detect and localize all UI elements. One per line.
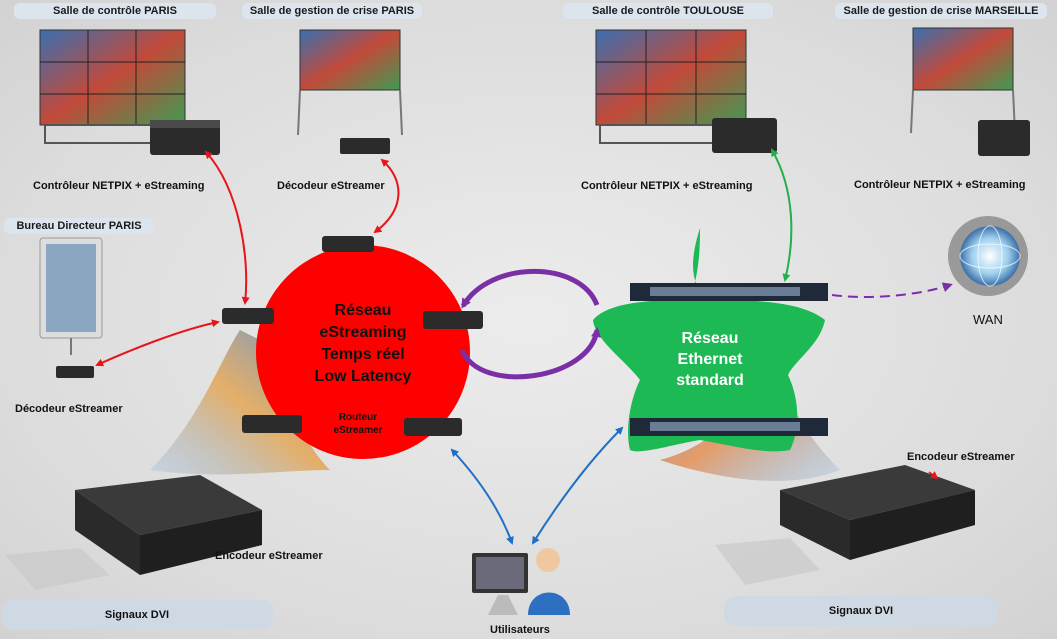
ethernet-line-3: standard (676, 372, 744, 389)
estreaming-line-2: eStreaming (319, 324, 407, 341)
video-wall-paris-control (39, 29, 186, 144)
arrow-purple-bottom (459, 327, 601, 380)
label-decoder-paris-crisis: Décodeur eStreamer (277, 180, 385, 192)
encoder-left (5, 475, 262, 590)
panel-title-paris-director: Bureau Directeur PARIS (4, 218, 154, 234)
router-line-1: Routeur (338, 412, 378, 423)
panel-title-toulouse-control: Salle de contrôle TOULOUSE (563, 3, 773, 19)
arrow-purple-top (460, 268, 600, 309)
label-wan: WAN (973, 312, 1003, 327)
label-decoder-director: Décodeur eStreamer (15, 403, 123, 415)
arrow-paris-controller-to-network (204, 150, 250, 305)
router-line-2: eStreamer (333, 425, 383, 436)
netpix-controller-paris (150, 120, 220, 155)
ethernet-line-2: Ethernet (677, 351, 743, 368)
label-netpix-toulouse: Contrôleur NETPIX + eStreaming (581, 180, 753, 192)
label-encoder-left: Encodeur eStreamer (215, 550, 323, 562)
video-wall-paris-crisis (297, 29, 403, 154)
pill-dvi-right: Signaux DVI (724, 596, 998, 626)
label-netpix-marseille: Contrôleur NETPIX + eStreaming (854, 179, 1026, 191)
estreaming-line-3: Temps réel (321, 346, 405, 363)
panel-title-paris-crisis: Salle de gestion de crise PARIS (242, 3, 422, 19)
ethernet-switch-top (630, 283, 828, 301)
arrow-users-to-ethernet (531, 426, 624, 545)
encoder-right (715, 465, 975, 585)
estreaming-network-label: Réseau eStreaming Temps réel Low Latency (290, 300, 436, 388)
users-workstation (472, 548, 570, 615)
wan-globe (948, 216, 1028, 296)
label-users: Utilisateurs (490, 624, 550, 636)
ethernet-switch-bottom (630, 418, 828, 436)
image-stream-left (150, 330, 330, 475)
router-boxes (222, 236, 483, 436)
label-encoder-right: Encodeur eStreamer (907, 451, 1015, 463)
ethernet-network-star (593, 228, 825, 452)
panel-title-paris-control: Salle de contrôle PARIS (14, 3, 216, 19)
router-label: Routeur eStreamer (318, 411, 398, 437)
arrow-encoder-label-marker (928, 471, 939, 480)
estreaming-line-1: Réseau (334, 302, 392, 319)
ethernet-line-1: Réseau (681, 330, 739, 347)
estreaming-line-4: Low Latency (314, 368, 412, 385)
estreaming-network-circle (256, 245, 470, 459)
video-wall-toulouse-control (595, 29, 777, 153)
arrow-director-decoder-to-network (95, 319, 220, 367)
arrow-purple-wan (831, 282, 953, 298)
arrow-users-to-estreaming (450, 448, 514, 545)
panel-title-marseille-crisis: Salle de gestion de crise MARSEILLE (835, 3, 1047, 19)
director-display (39, 237, 103, 378)
video-wall-marseille-crisis (910, 27, 1030, 156)
pill-dvi-left: Signaux DVI (1, 600, 273, 630)
arrow-crisis-decoder-to-network (373, 158, 400, 234)
ethernet-network-label: Réseau Ethernet standard (660, 328, 760, 391)
label-netpix-paris: Contrôleur NETPIX + eStreaming (33, 180, 205, 192)
arrow-toulouse-to-ethernet (771, 148, 793, 282)
